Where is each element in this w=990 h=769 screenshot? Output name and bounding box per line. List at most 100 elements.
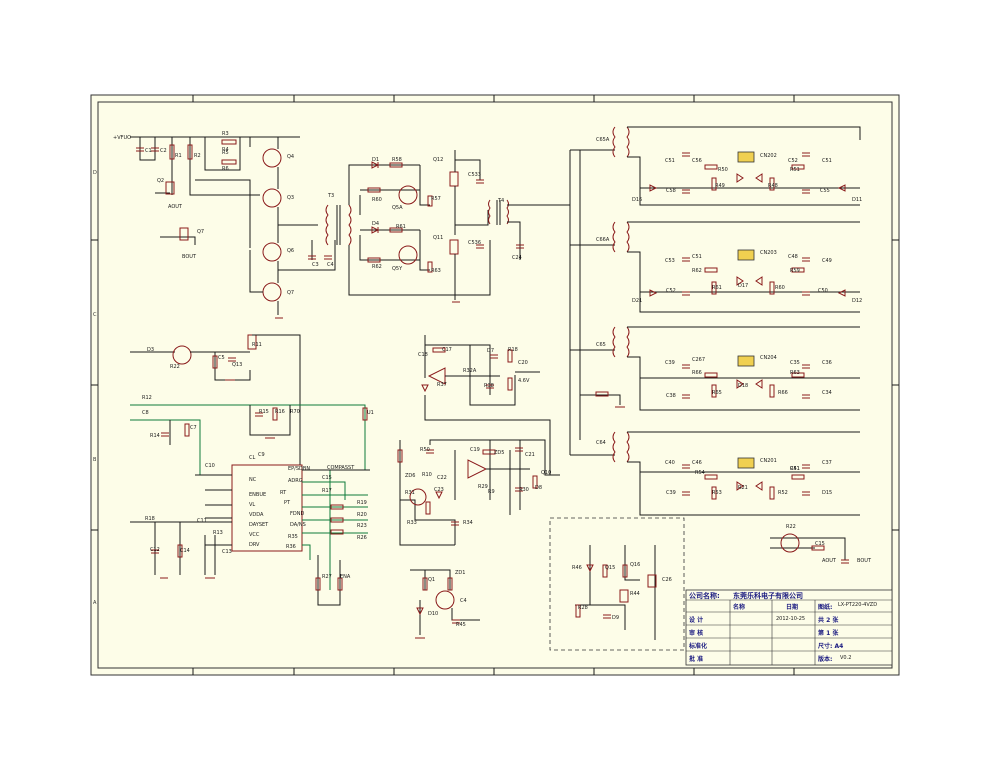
version-value: V0.2 <box>840 655 852 661</box>
component-label: C12 <box>150 547 160 553</box>
component-label: R29 <box>478 484 488 490</box>
component-label: C2 <box>160 148 167 154</box>
component-label: C34 <box>822 390 832 396</box>
component-label: C26 <box>662 577 672 583</box>
component-label: R63 <box>790 370 800 376</box>
date-label: 日期 <box>786 604 799 611</box>
opamp-section <box>397 335 560 546</box>
component-label: R27 <box>322 574 332 580</box>
component-label: C64 <box>596 440 606 446</box>
component-label: R2 <box>194 153 201 159</box>
component-label: C4 <box>460 598 467 604</box>
component-label: R13 <box>213 530 223 536</box>
component-label: R61 <box>712 285 722 291</box>
ground-symbols <box>160 301 625 639</box>
component-label: AOUT <box>822 558 836 564</box>
component-label: R50 <box>718 167 728 173</box>
component-label: R51 <box>790 466 800 472</box>
component-label: R3 <box>222 131 229 137</box>
component-label: U1 <box>367 410 374 416</box>
component-label: D1 <box>372 157 380 163</box>
component-label: C9 <box>258 452 265 458</box>
component-label: Q6 <box>287 248 295 254</box>
component-label: C20 <box>518 360 528 366</box>
review-label: 审 核 <box>689 630 704 637</box>
component-label: C15 <box>815 541 825 547</box>
component-label: C58 <box>666 188 676 194</box>
component-label: D18 <box>738 383 749 389</box>
component-label: Q16 <box>630 562 641 568</box>
zone-row-label: D <box>93 170 97 176</box>
component-label: R35 <box>288 534 298 540</box>
title-block <box>685 589 893 666</box>
component-label: R20 <box>357 512 367 518</box>
controller-section <box>130 334 370 606</box>
component-label: ENBUE <box>249 492 267 498</box>
component-label: D10 <box>428 611 439 617</box>
component-label: R44 <box>630 591 640 597</box>
paper-border <box>90 94 900 676</box>
component-label: R9 <box>488 489 495 495</box>
component-label: D16 <box>632 197 643 203</box>
component-label: R36 <box>286 544 296 550</box>
component-label: PT <box>284 500 291 506</box>
component-label: Q3 <box>287 195 295 201</box>
component-label: C51 <box>665 158 675 164</box>
component-label: R53 <box>712 490 722 496</box>
component-label: C19 <box>470 447 480 453</box>
component-label: R31 <box>405 490 415 496</box>
component-label: C36 <box>822 360 832 366</box>
component-label: BOUT <box>857 558 871 564</box>
component-label: R66 <box>778 390 788 396</box>
component-label: VCC <box>249 532 260 538</box>
component-label: ZD1 <box>455 570 466 576</box>
component-label: R12 <box>142 395 152 401</box>
component-label: R34 <box>463 520 473 526</box>
component-label: R15 <box>259 409 269 415</box>
component-label: R58 <box>392 157 402 163</box>
component-label: Q5A <box>392 205 403 211</box>
component-label: C35 <box>790 360 800 366</box>
component-label: BOUT <box>182 254 196 260</box>
component-label: CN203 <box>760 250 777 256</box>
component-label: D11 <box>852 197 863 203</box>
component-label: C10 <box>205 463 215 469</box>
component-label: R45 <box>456 622 466 628</box>
component-label: R62 <box>692 268 702 274</box>
zone-row-label: B <box>93 457 97 463</box>
component-label: R1 <box>175 153 182 159</box>
component-label: R30 <box>519 487 529 493</box>
component-label: R59 <box>790 268 800 274</box>
component-label: C17 <box>442 347 452 353</box>
component-label: C8 <box>142 410 149 416</box>
component-label: R49 <box>715 183 725 189</box>
component-label: C41 <box>790 466 800 472</box>
component-label: C21 <box>525 452 535 458</box>
component-label: C24 <box>512 255 522 261</box>
component-label: EP/SDBN <box>288 466 311 472</box>
component-label: R16 <box>275 409 285 415</box>
component-label: R18 <box>145 516 155 522</box>
component-label: T4 <box>498 198 505 204</box>
output-channels <box>569 126 861 516</box>
component-label: ENA <box>340 574 351 580</box>
zone-row-label: C <box>93 312 97 318</box>
component-label: C52 <box>788 158 798 164</box>
component-label: T3 <box>328 193 335 199</box>
component-label: R22 <box>170 364 180 370</box>
component-label: AOUT <box>168 204 182 210</box>
component-label: C533 <box>468 172 482 178</box>
component-label: C18 <box>418 352 428 358</box>
component-label: C51 <box>822 158 832 164</box>
component-label: +VFUO <box>113 135 132 141</box>
date-value: 2012-10-25 <box>776 616 806 622</box>
component-label: R38 <box>484 383 494 389</box>
component-label: 4.6V <box>518 378 530 384</box>
component-label: DAYSET <box>249 522 269 528</box>
component-label: C55 <box>820 188 830 194</box>
company-label: 公司名称: <box>689 592 720 600</box>
component-label: R19 <box>357 500 367 506</box>
